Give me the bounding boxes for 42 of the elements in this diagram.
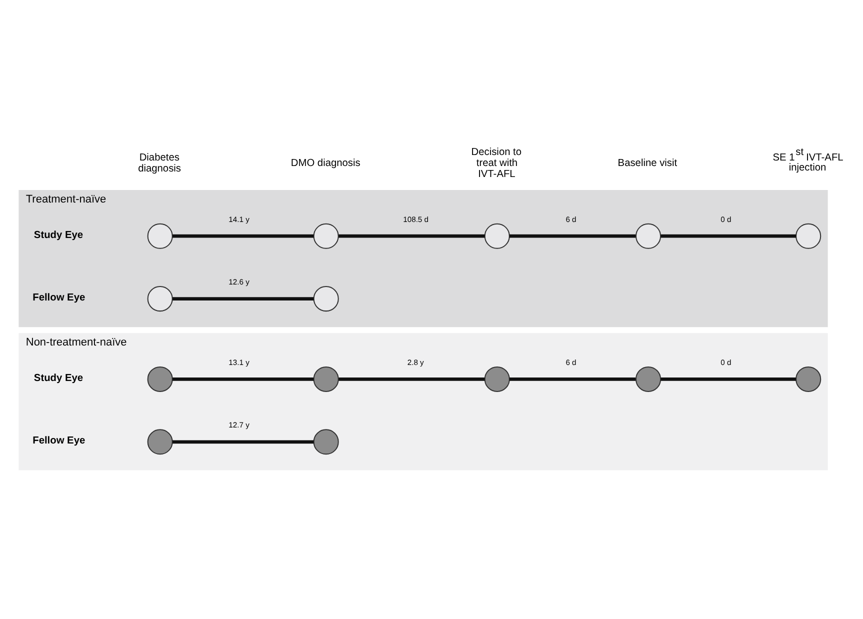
connector [172,377,314,380]
node-circle [313,286,339,312]
label: Fellow Eye [32,435,86,446]
node-circle [796,222,822,248]
edge-label: 0 d [720,214,732,224]
node-circle [313,428,339,454]
connector [172,234,314,238]
connector [338,234,485,238]
node-circle [636,222,662,248]
edge-label: 12.6 y [228,277,250,286]
connector [172,296,314,300]
label: Fellow Eye [32,292,86,304]
node-circle [147,286,173,312]
connector [172,440,314,444]
connector [509,377,636,380]
label: Study Eye [34,229,84,240]
connector [338,377,485,380]
label: Baseline visit [618,157,678,168]
edge-label: 14.1 y [228,214,250,224]
edge-label: 12.7 y [228,420,250,430]
node-circle [636,366,662,392]
node-circle [484,366,510,392]
edge-label: 6 d [566,358,576,366]
edge-label: 2.8 y [407,358,424,366]
node-circle [796,366,822,392]
edge-label: 108.5 d [403,214,429,224]
label: Decision to treat with IVT-AFL [471,146,522,180]
node-circle [313,222,339,248]
connector [509,234,636,238]
label: Diabetes diagnosis [138,152,181,174]
node-circle [313,366,339,392]
node-circle [484,222,510,248]
node-circle [147,366,173,392]
edge-label: 13.1 y [228,358,250,366]
label: DMO diagnosis [290,157,360,168]
edge-label: 0 d [720,358,732,366]
connector [660,234,796,238]
node-circle [147,222,173,248]
node-circle [147,428,173,454]
connector [660,377,796,380]
label: Study Eye [34,372,84,384]
edge-label: 6 d [566,214,576,224]
